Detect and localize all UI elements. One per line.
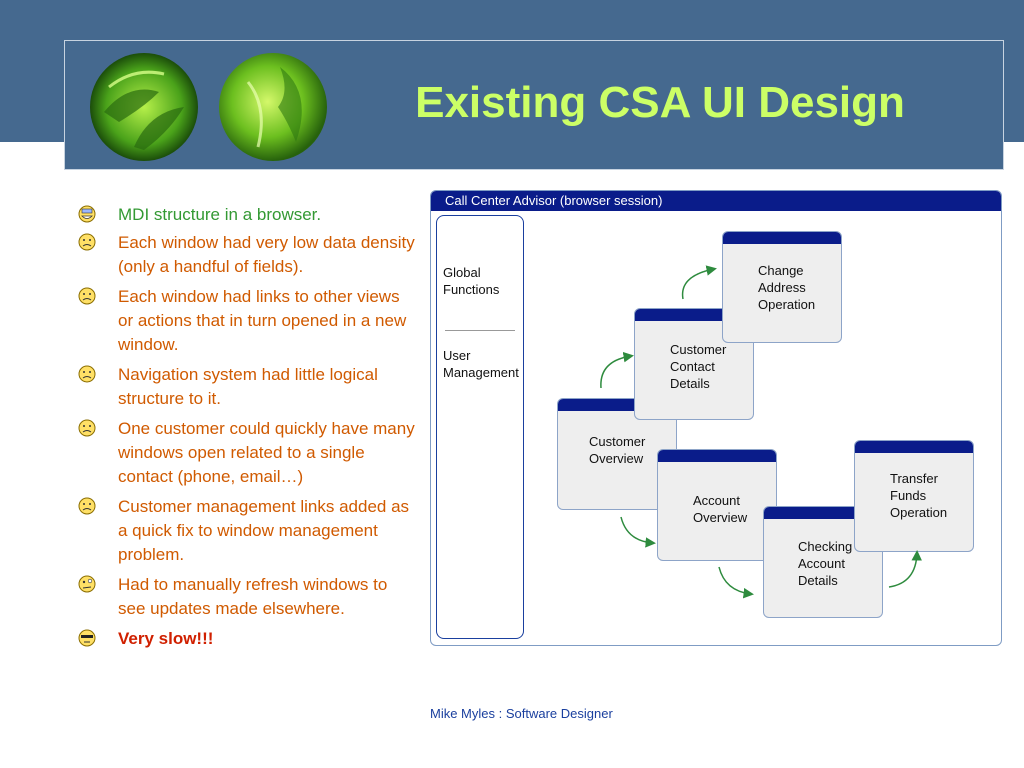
bullet-text: MDI structure in a browser. (118, 205, 322, 224)
change-address-window: Change Address Operation (722, 231, 842, 343)
bullet-item: Each window had very low data density (o… (78, 231, 418, 279)
label-line: Address (758, 280, 806, 295)
bullet-item: Navigation system had little logical str… (78, 363, 418, 411)
label-line: Details (798, 573, 838, 588)
bullet-text: Had to manually refresh windows to see u… (118, 575, 388, 618)
global-functions-panel: Global Functions User Management (436, 215, 524, 639)
bullet-item: Each window had links to other views or … (78, 285, 418, 357)
bullet-item: Had to manually refresh windows to see u… (78, 573, 418, 621)
confused-smiley-icon (78, 575, 96, 593)
bullet-list: MDI structure in a browser. Each window … (78, 203, 418, 657)
window-label: Checking Account Details (798, 538, 852, 589)
flow-arrows (600, 265, 922, 599)
bullet-item: One customer could quickly have many win… (78, 417, 418, 489)
bullet-item: MDI structure in a browser. (78, 203, 418, 227)
account-overview-window: Account Overview (657, 449, 777, 561)
window-label: Account Overview (693, 492, 747, 526)
label-line: Customer (589, 434, 646, 449)
window-title-bar (658, 450, 776, 462)
label-line: Checking (798, 539, 853, 554)
label-line: Customer (670, 342, 727, 357)
bullet-text: One customer could quickly have many win… (118, 419, 415, 486)
slide-footer: Mike Myles : Software Designer (430, 706, 613, 721)
label-line: Global (443, 265, 481, 280)
bullet-text: Each window had very low data density (o… (118, 233, 415, 276)
label-line: Account (798, 556, 845, 571)
bullet-text: Navigation system had little logical str… (118, 365, 378, 408)
sad-smiley-icon (78, 233, 96, 251)
bullet-text: Very slow!!! (118, 629, 214, 648)
label-line: Operation (890, 505, 948, 520)
transfer-funds-window: Transfer Funds Operation (854, 440, 974, 552)
flow-arrow (888, 550, 922, 588)
label-line: Contact (670, 359, 715, 374)
leaf-logo-icon (90, 53, 198, 161)
label-line: Management (443, 365, 519, 380)
diagram-title-bar: Call Center Advisor (browser session) (431, 191, 1001, 211)
bullet-item: Very slow!!! (78, 627, 418, 651)
bullet-text: Each window had links to other views or … (118, 287, 407, 354)
window-label: Customer Overview (589, 433, 645, 467)
window-title-bar (855, 441, 973, 453)
sidebar-divider (445, 330, 515, 331)
label-line: Functions (443, 282, 500, 297)
label-line: Change (758, 263, 804, 278)
global-functions-label: Global Functions (443, 264, 499, 298)
label-line: Transfer (890, 471, 938, 486)
flow-arrow (681, 265, 717, 300)
label-line: Funds (890, 488, 927, 503)
bullet-text: Customer management links added as a qui… (118, 497, 410, 564)
label-line: Account (693, 493, 740, 508)
window-label: Transfer Funds Operation (890, 470, 947, 521)
window-title-bar (764, 507, 882, 519)
label-line: Details (670, 376, 710, 391)
sad-smiley-icon (78, 365, 96, 383)
window-label: Change Address Operation (758, 262, 815, 313)
flow-arrow (718, 566, 754, 599)
sad-smiley-icon (78, 497, 96, 515)
label-line: Operation (758, 297, 816, 312)
flow-arrow (620, 516, 656, 548)
csa-diagram: Call Center Advisor (browser session) Gl… (430, 190, 1002, 646)
sad-smiley-icon (78, 287, 96, 305)
window-label: Customer Contact Details (670, 341, 726, 392)
label-line: Overview (589, 451, 644, 466)
sleepy-smiley-icon (78, 629, 96, 647)
sad-smiley-icon (78, 419, 96, 437)
label-line: Overview (693, 510, 748, 525)
bullet-item: Customer management links added as a qui… (78, 495, 418, 567)
label-line: User (443, 348, 471, 363)
slide-title: Existing CSA UI Design (415, 78, 905, 127)
grin-smiley-icon (78, 205, 96, 223)
leaf-logo-icon (219, 53, 327, 161)
flow-arrow (600, 351, 634, 389)
window-title-bar (723, 232, 841, 244)
user-management-label: User Management (443, 347, 519, 381)
